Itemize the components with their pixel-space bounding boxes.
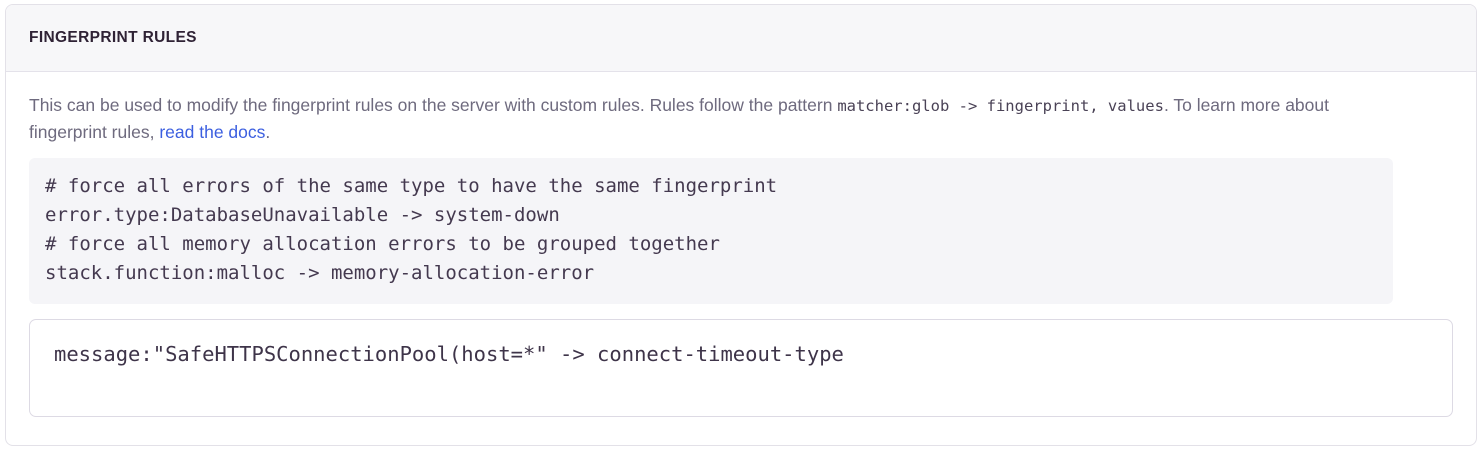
description-text: This can be used to modify the fingerpri… [29, 92, 1389, 146]
fingerprint-rules-input[interactable] [29, 318, 1453, 417]
description-part-2: . To learn more about fingerprint rules, [29, 95, 1329, 143]
panel-header: FINGERPRINT RULES [6, 5, 1476, 72]
inline-code-pattern: matcher:glob -> fingerprint, values [837, 97, 1164, 115]
read-the-docs-link[interactable]: read the docs [159, 122, 266, 143]
page-title: FINGERPRINT RULES [29, 29, 197, 47]
example-rules-code-block: # force all errors of the same type to h… [29, 158, 1393, 304]
fingerprint-rules-panel: FINGERPRINT RULES This can be used to mo… [5, 4, 1477, 446]
description-part-3: . [265, 122, 271, 143]
description-part-1: This can be used to modify the fingerpri… [29, 95, 838, 115]
panel-body: This can be used to modify the fingerpri… [6, 72, 1476, 417]
